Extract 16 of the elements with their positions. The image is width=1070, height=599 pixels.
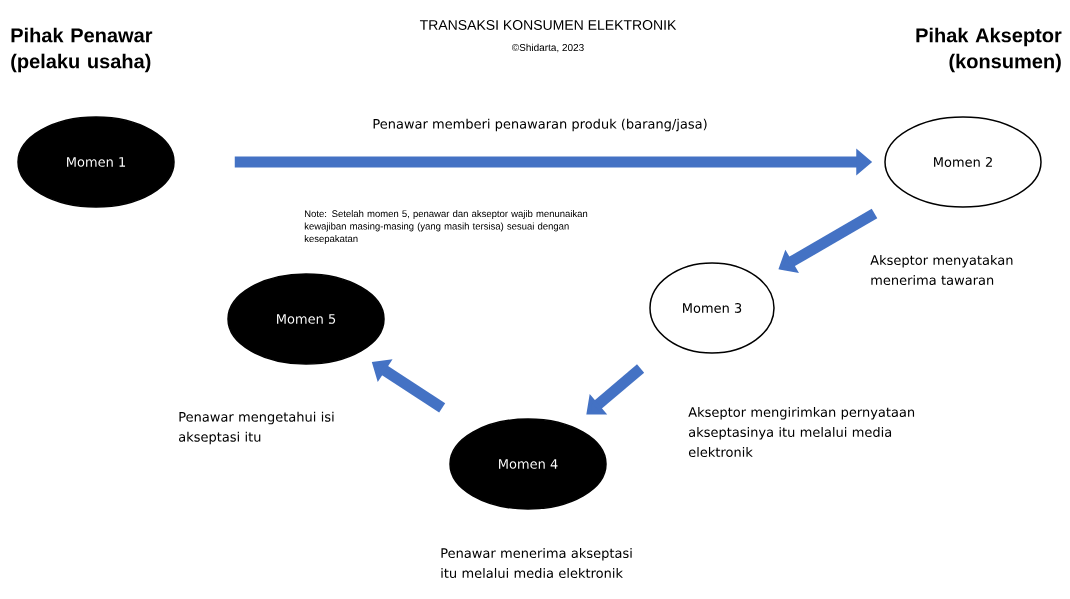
side-heading: Pihak Akseptor (konsumen) <box>916 27 1062 73</box>
edge-label: Penawar memberi penawaran produk (barang/jasa) <box>373 118 707 132</box>
copyright-note: ©Shidarta, 2023 <box>511 43 584 53</box>
node-caption: Penawar menerima akseptasi itu melalui media elektronik <box>441 547 632 579</box>
ellipse-node: Momen 2 <box>884 116 1042 208</box>
ellipse-node: Momen 1 <box>17 116 175 208</box>
block-arrow <box>586 364 645 415</box>
note-text: Note: Setelah momen 5, penawar dan akseptor wajib menunaikan kewajiban masing-masing (yang masih tersisa) sesuai dengan kesepakatan <box>304 210 588 244</box>
side-heading: Pihak Penawar (pelaku usaha) <box>11 27 153 73</box>
edge-label: Akseptor mengirimkan pernyataan akseptasinya itu melalui media elektronik <box>688 406 915 458</box>
ellipse-node: Momen 4 <box>449 418 607 510</box>
ellipse-node: Momen 5 <box>227 273 385 365</box>
edge-label: Akseptor menyatakan menerima tawaran <box>870 254 1013 286</box>
title: TRANSAKSI KONSUMEN ELEKTRONIK <box>419 20 677 30</box>
edge-label: Penawar mengetahui isi akseptasi itu <box>179 411 334 445</box>
ellipse-node: Momen 3 <box>649 262 775 354</box>
